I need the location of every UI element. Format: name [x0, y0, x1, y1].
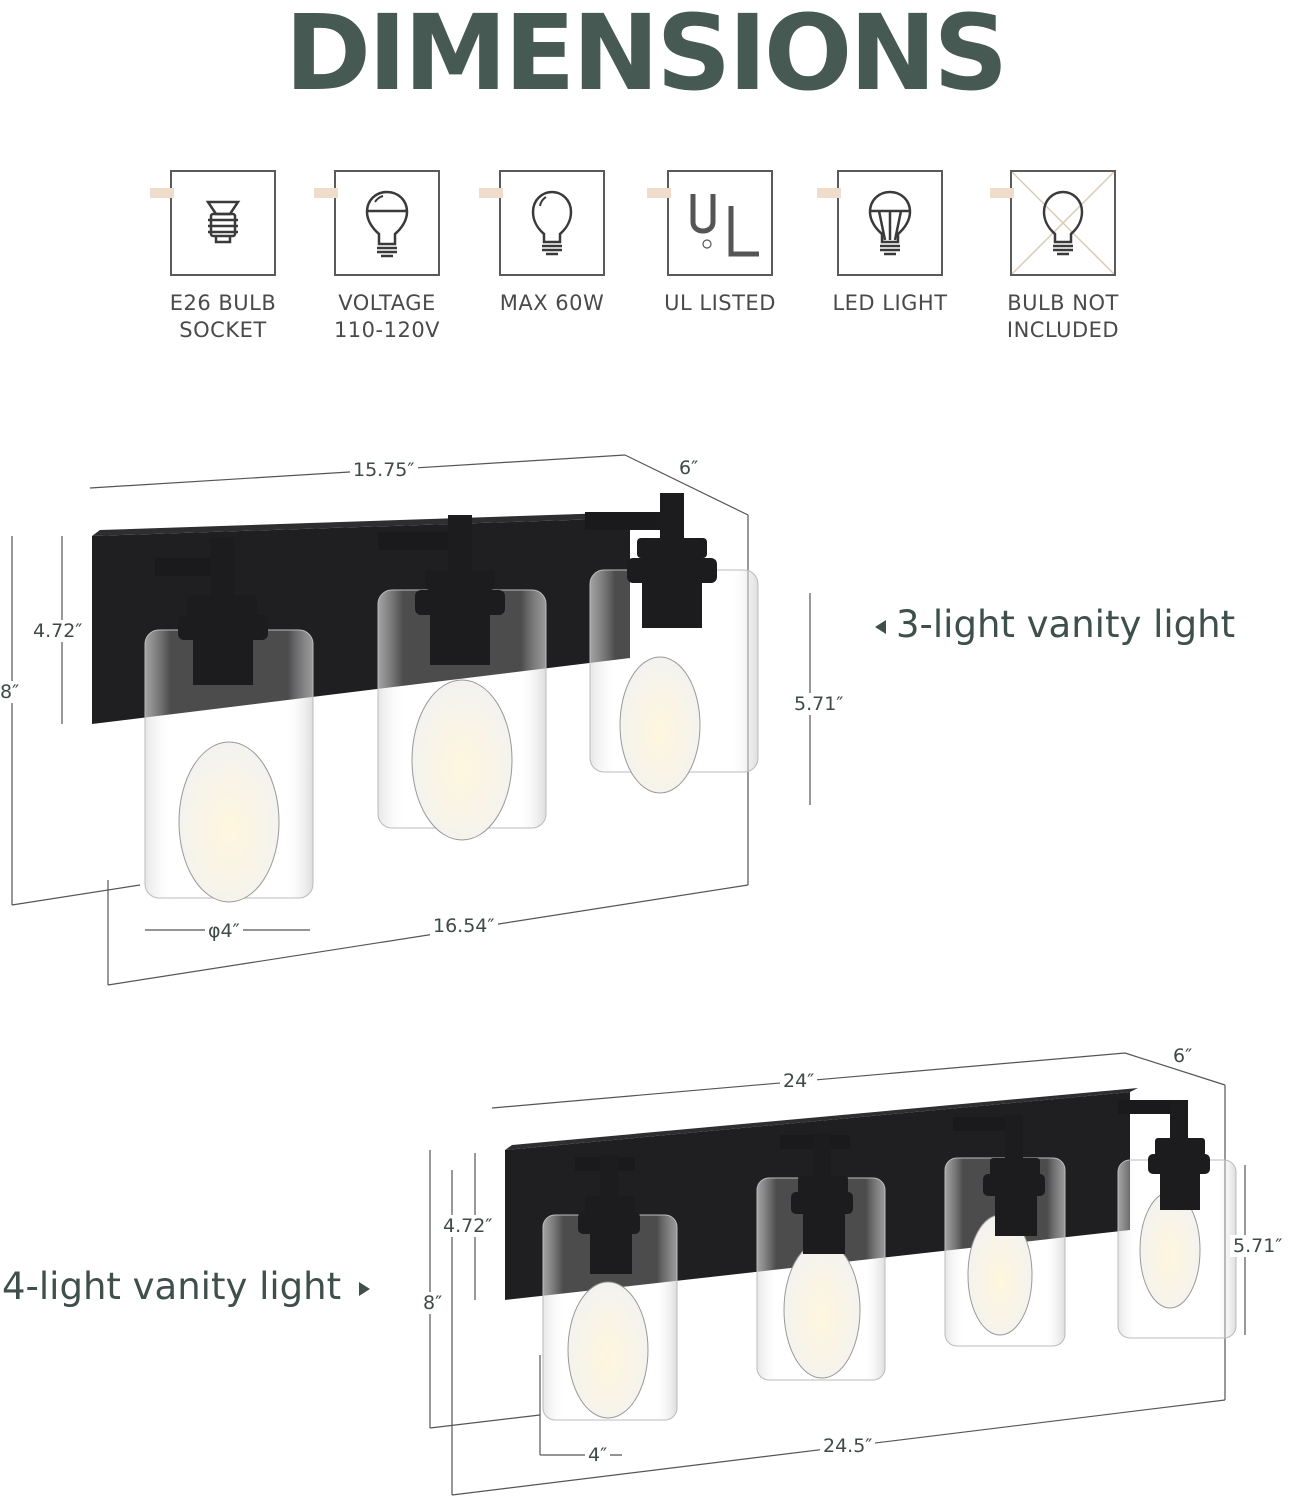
frame-tab	[479, 188, 503, 198]
caption-text: 3-light vanity light	[896, 603, 1236, 646]
feature-icon-frame	[314, 170, 440, 276]
feature-voltage: VOLTAGE 110-120V	[312, 170, 462, 344]
led-bulb-icon	[868, 190, 912, 256]
feature-e26-socket: E26 BULB SOCKET	[148, 170, 298, 344]
four-light-backplate-height: 4.72″	[440, 1215, 496, 1237]
three-light-caption: 3-light vanity light	[875, 603, 1235, 646]
three-light-shades	[144, 569, 759, 903]
three-light-depth: 6″	[676, 457, 702, 479]
feature-icon-frame	[150, 170, 276, 276]
four-light-shade-height: 5.71″	[1230, 1235, 1286, 1257]
half-bulb-icon	[365, 190, 409, 258]
feature-icon-frame	[647, 170, 773, 276]
feature-label: E26 BULB	[169, 291, 277, 315]
three-light-total-height: 8″	[0, 681, 23, 703]
feature-icon-frame	[990, 170, 1116, 276]
bulb-crossed-icon	[1012, 172, 1114, 274]
three-light-shade-diameter: φ4″	[205, 920, 243, 942]
feature-label: VOLTAGE	[338, 291, 436, 315]
three-light-width-top: 15.75″	[350, 459, 418, 481]
feature-label: LED LIGHT	[832, 291, 948, 315]
feature-label: UL LISTED	[664, 291, 776, 315]
frame-tab	[150, 188, 174, 198]
four-light-depth: 6″	[1170, 1045, 1196, 1067]
frame-tab	[647, 188, 671, 198]
bulb-icon	[531, 190, 573, 256]
arrow-left-icon	[875, 619, 886, 634]
feature-max-60w: MAX 60W	[477, 170, 627, 317]
frame-tab	[314, 188, 338, 198]
four-light-width-top: 24″	[780, 1070, 818, 1092]
feature-label: MAX 60W	[499, 291, 605, 315]
page-title: DIMENSIONS	[284, 0, 1009, 114]
ul-logo-icon	[690, 194, 759, 257]
feature-led-light: LED LIGHT	[815, 170, 965, 317]
three-light-shade-height: 5.71″	[791, 693, 847, 715]
three-light-width-bottom: 16.54″	[430, 915, 498, 937]
feature-icon-frame	[479, 170, 605, 276]
feature-label: SOCKET	[179, 318, 267, 342]
feature-label: BULB NOT	[1007, 291, 1119, 315]
bulb-socket-icon	[205, 200, 241, 244]
feature-icon-frame	[817, 170, 943, 276]
feature-label: INCLUDED	[1006, 318, 1120, 342]
four-light-caption: 4-light vanity light	[2, 1265, 371, 1308]
feature-label: 110-120V	[333, 318, 441, 342]
feature-ul-listed: UL LISTED	[645, 170, 795, 317]
four-light-shade-diameter: 4″	[585, 1444, 611, 1466]
four-light-total-height: 8″	[420, 1292, 446, 1314]
three-light-backplate-height: 4.72″	[30, 620, 86, 642]
caption-text: 4-light vanity light	[2, 1265, 342, 1308]
arrow-right-icon	[359, 1281, 371, 1296]
frame-tab	[817, 188, 841, 198]
frame-tab	[990, 188, 1014, 198]
feature-bulb-not-included: BULB NOT INCLUDED	[988, 170, 1138, 344]
four-light-width-bottom: 24.5″	[820, 1435, 876, 1457]
